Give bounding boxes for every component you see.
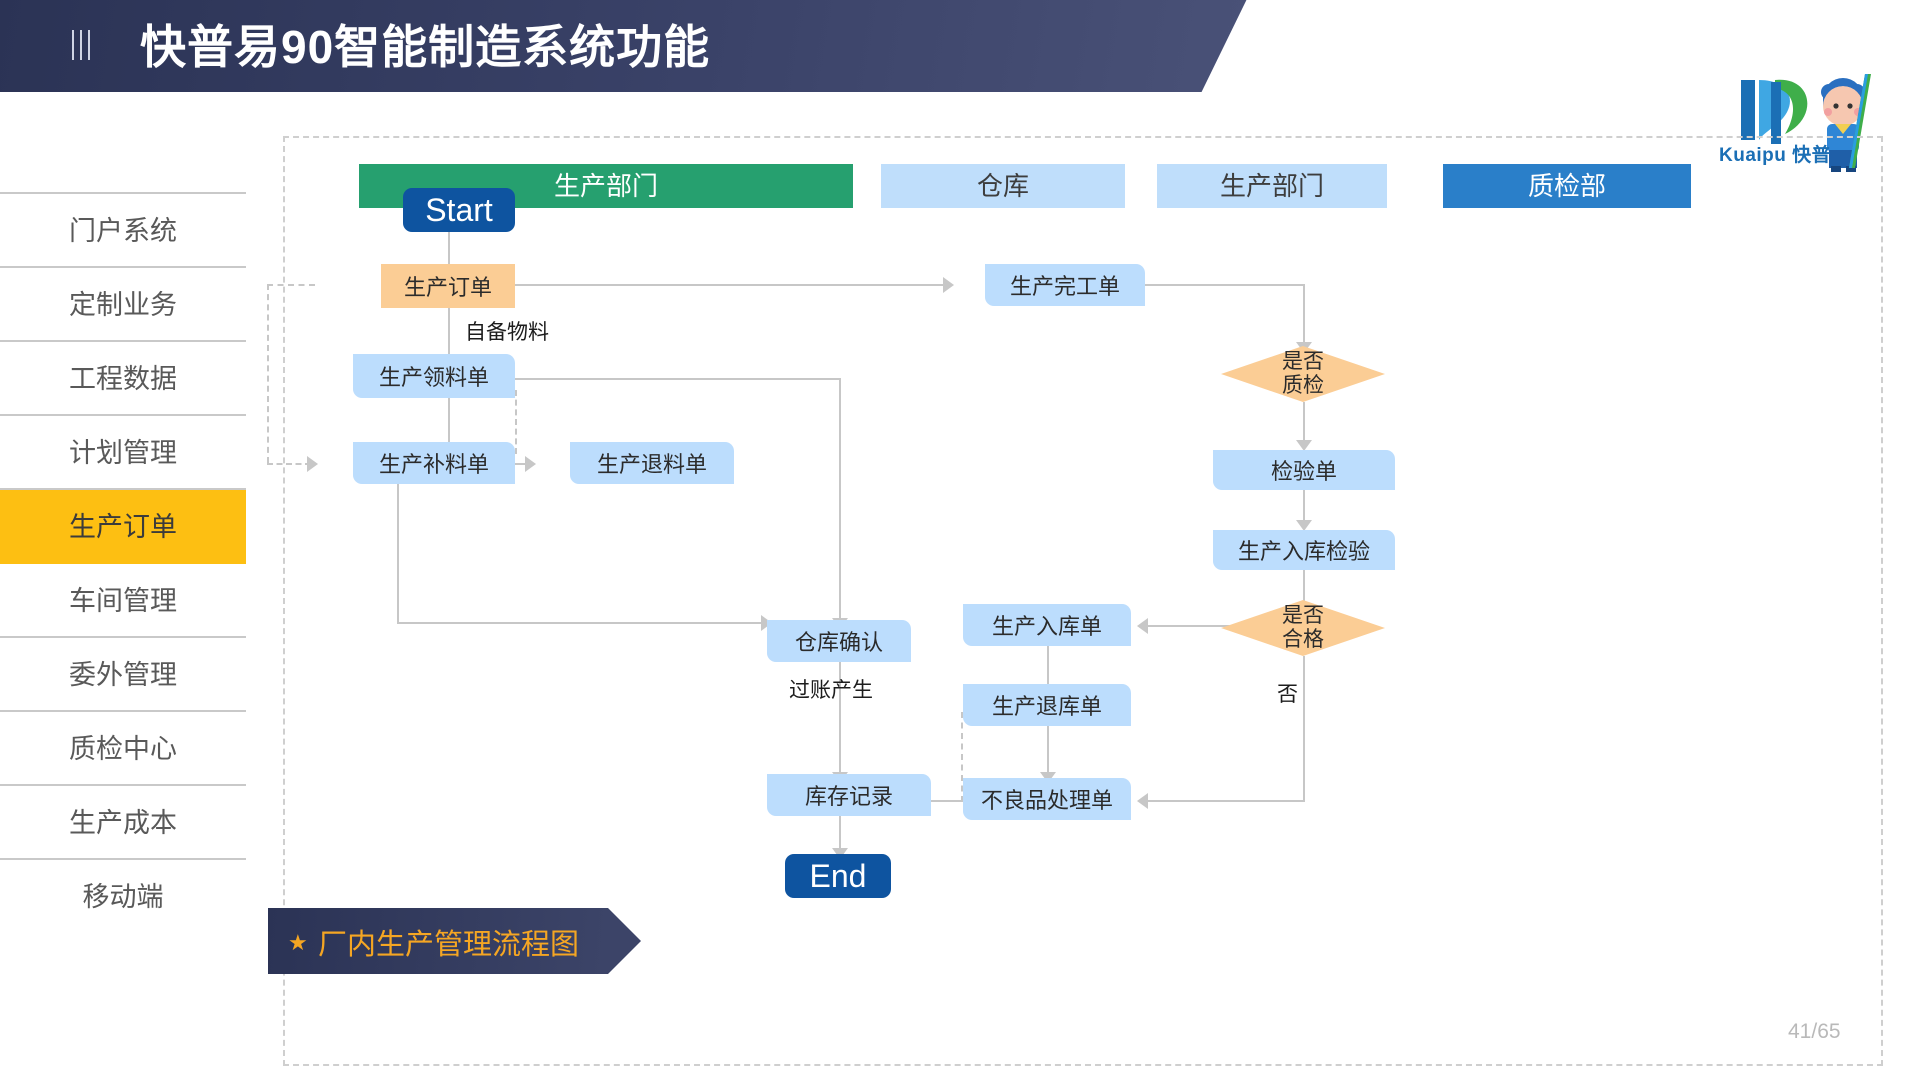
node-stock-record[interactable]: 库存记录 (767, 774, 931, 816)
flowchart-canvas: 生产部门 仓库 生产部门 质检部 (267, 136, 1883, 1066)
arrowhead (525, 456, 536, 472)
node-inspection-sheet[interactable]: 检验单 (1213, 450, 1395, 490)
arrowhead (1040, 772, 1056, 783)
edge-dashed-picking-short (515, 390, 517, 454)
edge-supplement-right (397, 622, 765, 624)
logo-wordmark: Kuaipu 快普 (1719, 145, 1832, 166)
node-material-picking[interactable]: 生产领料单 (353, 354, 515, 398)
node-decision-qualified-label: 是否 合格 (1282, 603, 1324, 651)
banner-title: 厂内生产管理流程图 (318, 929, 580, 961)
edge-dashed-order-left (267, 284, 315, 286)
edge-defect-to-stockrecord (925, 800, 963, 802)
sidebar-item-cost[interactable]: 生产成本 (0, 786, 246, 860)
node-defective-handling[interactable]: 不良品处理单 (963, 778, 1131, 820)
edge-picking-right (481, 378, 841, 380)
sidebar-item-mobile[interactable]: 移动端 (0, 860, 246, 934)
page-indicator: 41/65 (1788, 1020, 1841, 1043)
edge-pass-to-instock (1147, 625, 1299, 627)
sidebar-item-custom[interactable]: 定制业务 (0, 268, 246, 342)
edge-stockrecord-to-end (839, 816, 841, 852)
node-production-order[interactable]: 生产订单 (381, 264, 515, 308)
edge-dashed-to-supplement (267, 463, 311, 465)
star-icon: ★ (288, 930, 308, 955)
edge-order-to-picking (448, 308, 450, 360)
arrowhead (943, 277, 954, 293)
edge-dashed-outstock-down (961, 712, 963, 802)
edge-picking-to-supplement (448, 398, 450, 450)
bars-icon (72, 30, 106, 64)
node-decision-qualified[interactable]: 是否 合格 (1221, 600, 1385, 656)
edge-finish-down (1303, 284, 1305, 346)
edge-fail-down (1303, 656, 1305, 802)
edge-picking-down (839, 378, 841, 622)
sidebar-item-outsourcing[interactable]: 委外管理 (0, 638, 246, 712)
sidebar-item-planning[interactable]: 计划管理 (0, 416, 246, 490)
arrowhead (1296, 440, 1312, 451)
node-material-return[interactable]: 生产退料单 (570, 442, 734, 484)
arrowhead (307, 456, 318, 472)
edge-start-to-order (448, 232, 450, 270)
edge-warehouse-to-stockrecord (839, 662, 841, 776)
page-title: 快普易90智能制造系统功能 (140, 21, 711, 73)
sidebar-nav[interactable]: 门户系统 定制业务 工程数据 计划管理 生产订单 车间管理 委外管理 质检中心 … (0, 192, 246, 934)
sidebar-item-quality[interactable]: 质检中心 (0, 712, 246, 786)
lane-header-production-2: 生产部门 (1157, 164, 1387, 208)
lane-header-warehouse: 仓库 (881, 164, 1125, 208)
mascot-icon (1821, 74, 1871, 172)
node-instock-inspection[interactable]: 生产入库检验 (1213, 530, 1395, 570)
edge-instock-to-outstock (1047, 646, 1049, 692)
arrowhead (1296, 520, 1312, 531)
edge-instock-check-to-pass (1303, 570, 1305, 608)
node-material-supplement[interactable]: 生产补料单 (353, 442, 515, 484)
edge-label-no: 否 (1277, 683, 1298, 706)
sidebar-item-engineering[interactable]: 工程数据 (0, 342, 246, 416)
edge-fail-to-defect (1147, 800, 1305, 802)
edge-inspection-to-instock-check (1303, 490, 1305, 524)
node-production-finish[interactable]: 生产完工单 (985, 264, 1145, 306)
sidebar-item-production-order[interactable]: 生产订单 (0, 490, 246, 564)
app-header: 快普易90智能制造系统功能 (0, 0, 1270, 92)
arrowhead (761, 615, 772, 631)
edge-qcdecision-to-inspection (1303, 402, 1305, 444)
node-warehouse-confirm[interactable]: 仓库确认 (767, 620, 911, 662)
section-banner: ★ 厂内生产管理流程图 (268, 908, 641, 974)
kuaipu-logo-icon (1741, 74, 1871, 172)
edge-dashed-vertical (267, 284, 269, 463)
company-logo: Kuaipu 快普 (1715, 62, 1915, 182)
edge-supplement-down (397, 480, 399, 624)
edge-outstock-to-defect (1047, 726, 1049, 776)
edge-label-self-supplied-material: 自备物料 (465, 321, 549, 344)
node-production-instock[interactable]: 生产入库单 (963, 604, 1131, 646)
node-end[interactable]: End (785, 854, 891, 898)
edge-label-posting-generated: 过账产生 (789, 679, 873, 702)
sidebar-item-portal[interactable]: 门户系统 (0, 194, 246, 268)
lane-header-qc: 质检部 (1443, 164, 1691, 208)
arrowhead (1137, 618, 1148, 634)
arrowhead (1137, 793, 1148, 809)
node-production-outstock[interactable]: 生产退库单 (963, 684, 1131, 726)
node-decision-need-qc-label: 是否 质检 (1282, 349, 1324, 397)
sidebar-item-workshop[interactable]: 车间管理 (0, 564, 246, 638)
node-start[interactable]: Start (403, 188, 515, 232)
arrowhead (832, 848, 848, 859)
edge-order-to-finish (481, 284, 947, 286)
node-decision-need-qc[interactable]: 是否 质检 (1221, 346, 1385, 402)
edge-finish-right (1111, 284, 1305, 286)
